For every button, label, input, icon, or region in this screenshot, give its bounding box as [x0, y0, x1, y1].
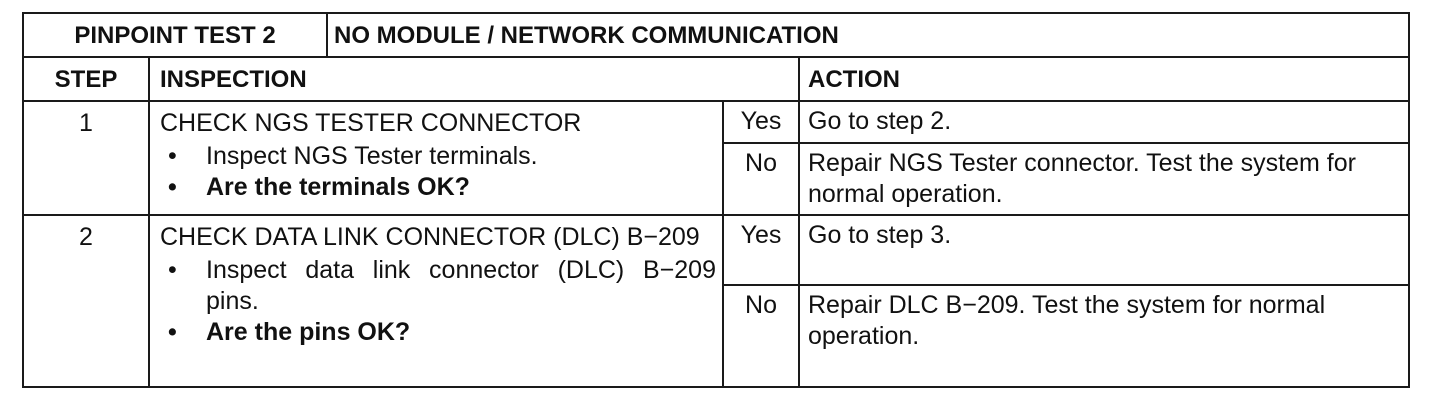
yes-action: Go to step 3. [797, 214, 1411, 286]
inspection-bullets: • Inspect NGS Tester terminals. • Are th… [160, 141, 716, 203]
no-label: No [722, 142, 800, 216]
yes-label: Yes [722, 100, 800, 144]
inspection-bullets: • Inspect data link connector (DLC) B−20… [160, 255, 716, 348]
header-action: ACTION [797, 56, 1411, 102]
header-inspection: INSPECTION [148, 56, 800, 102]
step-number: 1 [22, 100, 150, 216]
pinpoint-test-description: NO MODULE / NETWORK COMMUNICATION [334, 21, 839, 49]
no-label: No [722, 284, 800, 388]
bullet-icon: • [168, 142, 177, 170]
pinpoint-test-label: PINPOINT TEST 2 [24, 14, 328, 56]
inspection-title: CHECK DATA LINK CONNECTOR (DLC) B−209 [160, 223, 700, 251]
bullet-icon: • [168, 256, 177, 284]
no-action: Repair NGS Tester connector. Test the sy… [797, 142, 1411, 216]
bullet-item: • Inspect NGS Tester terminals. [160, 141, 716, 172]
title-row: PINPOINT TEST 2 NO MODULE / NETWORK COMM… [21, 12, 1411, 58]
inspection-cell: CHECK DATA LINK CONNECTOR (DLC) B−209 • … [148, 214, 724, 388]
bullet-text: Inspect NGS Tester terminals. [206, 142, 538, 170]
bullet-question: Are the terminals OK? [206, 173, 470, 201]
yes-label: Yes [722, 214, 800, 286]
bullet-question: Are the pins OK? [206, 318, 411, 346]
pinpoint-test-table: PINPOINT TEST 2 NO MODULE / NETWORK COMM… [21, 12, 1411, 388]
header-step: STEP [22, 56, 150, 102]
bullet-icon: • [168, 173, 177, 201]
inspection-cell: CHECK NGS TESTER CONNECTOR • Inspect NGS… [148, 100, 724, 216]
yes-action: Go to step 2. [797, 100, 1411, 144]
bullet-item: • Inspect data link connector (DLC) B−20… [160, 255, 716, 317]
bullet-item: • Are the pins OK? [160, 317, 716, 348]
bullet-item: • Are the terminals OK? [160, 172, 716, 203]
bullet-icon: • [168, 318, 177, 346]
inspection-title: CHECK NGS TESTER CONNECTOR [160, 109, 582, 137]
no-action: Repair DLC B−209. Test the system for no… [797, 284, 1411, 388]
bullet-text: Inspect data link connector (DLC) B−209 … [206, 256, 716, 315]
step-number: 2 [22, 214, 150, 388]
